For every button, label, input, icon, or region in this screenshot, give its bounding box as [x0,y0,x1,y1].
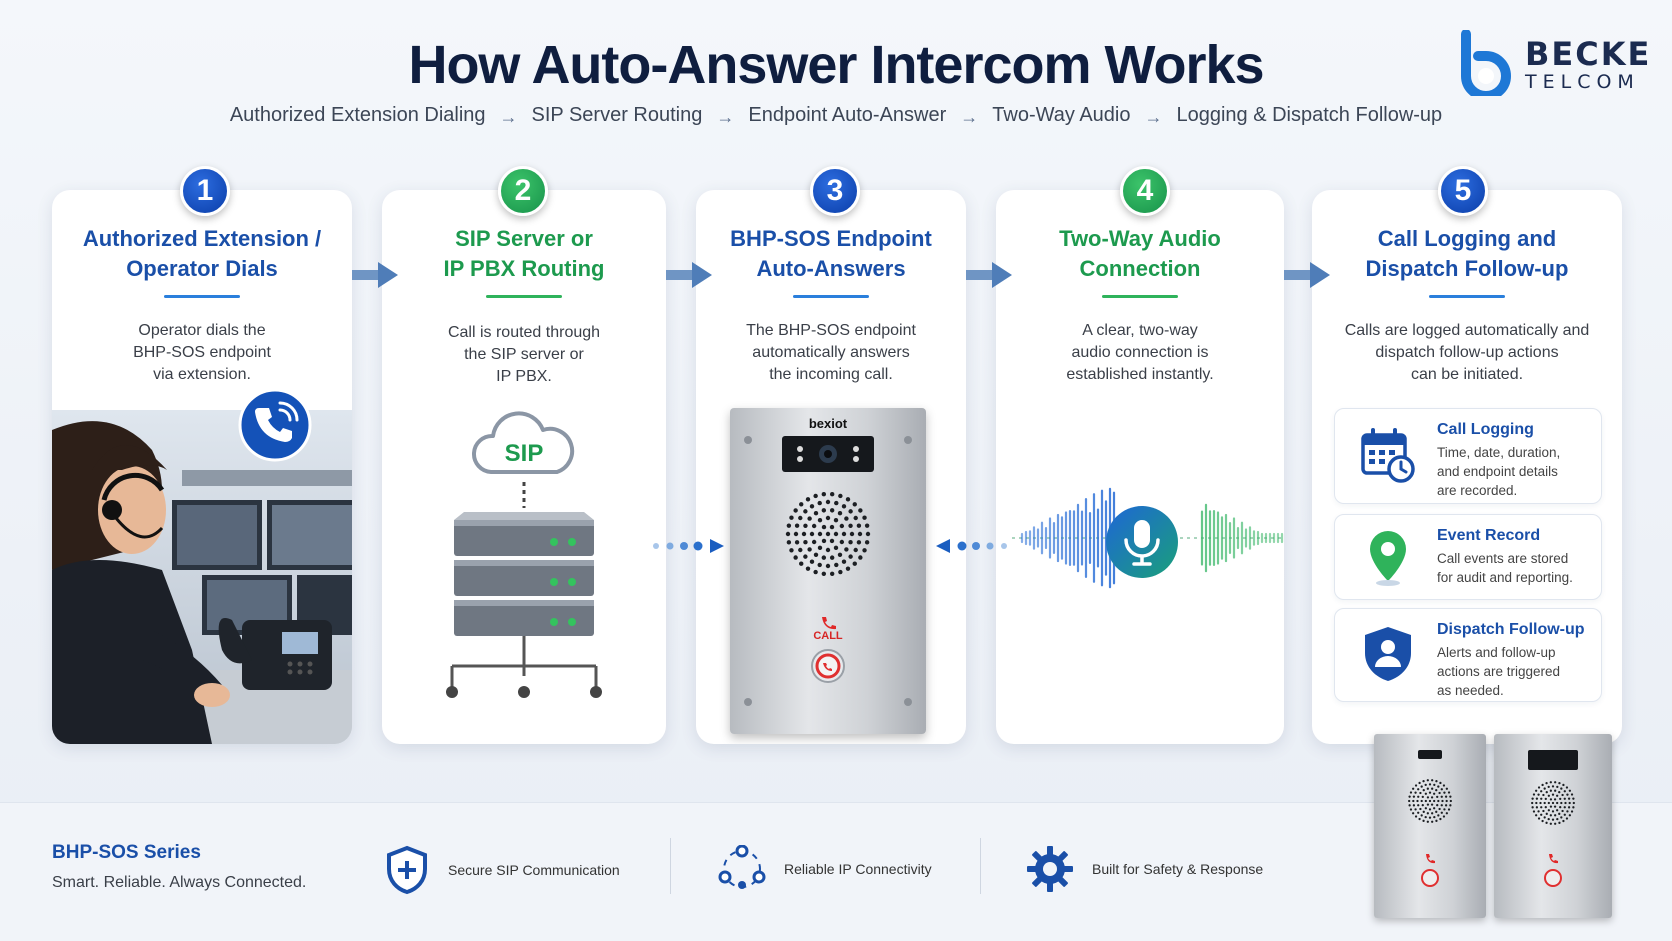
dotted-connector-icon [936,539,1007,553]
flow-arrow-icon [1284,262,1330,288]
network-nodes-icon [718,845,766,889]
series-name: BHP-SOS Series [52,842,201,863]
feature-description: Time, date, duration, and endpoint detai… [1437,445,1561,498]
bhp-sos-device: bexiot CALL [730,408,926,734]
speaker-grille-icon [1531,781,1575,825]
logo-wordmark: BECKE TELCOM [1525,38,1651,92]
feature-call-logging: Call Logging Time, date, duration, and e… [1334,408,1602,504]
footer-divider [670,838,671,894]
step-1-underline [164,295,240,298]
step-3-card: BHP-SOS Endpoint Auto-Answers The BHP-SO… [696,190,966,744]
footer-item-label: Reliable IP Connectivity [784,861,932,877]
step-3-title: BHP-SOS Endpoint Auto-Answers [730,226,932,281]
flow-arrow-icon [352,262,398,288]
step-5-title: Call Logging and Dispatch Follow-up [1365,226,1569,281]
flow-arrow: → [499,107,518,127]
footer-divider [980,838,981,894]
footer-item-label: Secure SIP Communication [448,862,620,878]
flow-step: Endpoint Auto-Answer [748,104,947,126]
step-4-underline [1102,295,1178,298]
footer-item-safety-response: Built for Safety & Response [1026,845,1263,893]
step-4-title: Two-Way Audio Connection [1059,226,1221,281]
phone-call-icon [238,388,312,462]
feature-title: Event Record [1437,527,1541,544]
flow-step: Two-Way Audio [992,104,1131,126]
calendar-clock-icon [1361,428,1415,483]
step-2-card: SIP Server or IP PBX Routing Call is rou… [382,190,666,744]
device-a-badge [1418,750,1442,759]
step-1-badge: 1 [180,166,230,216]
step-2-title: SIP Server or IP PBX Routing [443,226,605,281]
flow-step: SIP Server Routing [531,104,703,126]
flow-step: Logging & Dispatch Follow-up [1176,104,1443,126]
call-label: CALL [813,630,843,642]
flow-arrow-icon [666,262,712,288]
step-4-badge: 4 [1120,166,1170,216]
camera-icon [797,445,859,463]
series-tagline: Smart. Reliable. Always Connected. [52,874,307,891]
device-b-camera [1528,750,1578,770]
call-button-icon[interactable] [810,648,846,684]
logo-line2: TELCOM [1525,71,1640,93]
flow-arrow: → [1144,107,1163,127]
step-5-underline [1429,295,1505,298]
feature-description: Alerts and follow-up actions are trigger… [1437,645,1561,698]
step-2-badge: 2 [498,166,548,216]
step-2-description: Call is routed through the SIP server or… [447,324,601,385]
flow-arrow: → [960,107,979,127]
feature-dispatch-follow-up: Dispatch Follow-up Alerts and follow-up … [1334,608,1602,702]
product-photo-device-b [1494,734,1612,918]
flow-arrow: → [716,107,735,127]
microphone-icon [1106,506,1178,578]
product-photo-device-a [1374,734,1486,918]
server-rack-icon [446,482,602,698]
step-4-card: Two-Way Audio Connection A clear, two-wa… [996,190,1284,744]
operator-at-desk-illustration [52,410,352,744]
gear-icon [1027,846,1073,892]
device-brand: bexiot [808,416,848,431]
feature-description: Call events are stored for audit and rep… [1437,551,1573,585]
flow-arrow-icon [966,262,1012,288]
step-5-badge: 5 [1438,166,1488,216]
step-3-description: The BHP-SOS endpoint automatically answe… [746,322,916,383]
flow-step: Authorized Extension Dialing [229,104,486,126]
becke-logo-icon [1461,30,1511,96]
step-1-card: Authorized Extension / Operator Dials Op… [52,190,352,744]
call-button-icon [1544,854,1562,887]
feature-title: Dispatch Follow-up [1437,621,1585,638]
footer-item-label: Built for Safety & Response [1092,861,1264,877]
call-phone-icon [822,617,836,630]
speaker-grille-icon [1408,779,1452,823]
cloud-icon [471,411,575,474]
feature-event-record: Event Record Call events are stored for … [1334,514,1602,600]
step-1-title: Authorized Extension / Operator Dials [82,226,322,281]
step-5-description: Calls are logged automatically and dispa… [1344,322,1590,383]
call-button-icon [1421,854,1439,887]
feature-title: Call Logging [1437,421,1534,438]
map-pin-icon [1370,531,1406,586]
step-3-badge: 3 [810,166,860,216]
process-flow-summary: Authorized Extension Dialing → SIP Serve… [0,104,1672,130]
shield-user-icon [1365,627,1411,681]
footer-item-ip-connectivity: Reliable IP Connectivity [718,845,932,893]
page-title: How Auto-Answer Intercom Works [408,35,1264,95]
step-3-underline [793,295,869,298]
shield-plus-icon [387,845,427,895]
step-1-description: Operator dials the BHP-SOS endpoint via … [133,322,271,383]
logo-line1: BECKE [1525,35,1652,73]
footer-item-secure-sip: Secure SIP Communication [384,845,620,895]
step-2-underline [486,295,562,298]
step-4-description: A clear, two-way audio connection is est… [1066,322,1214,383]
sip-label: SIP [504,440,544,467]
speaker-grille-icon [785,492,871,576]
dotted-connector-icon [653,539,724,553]
